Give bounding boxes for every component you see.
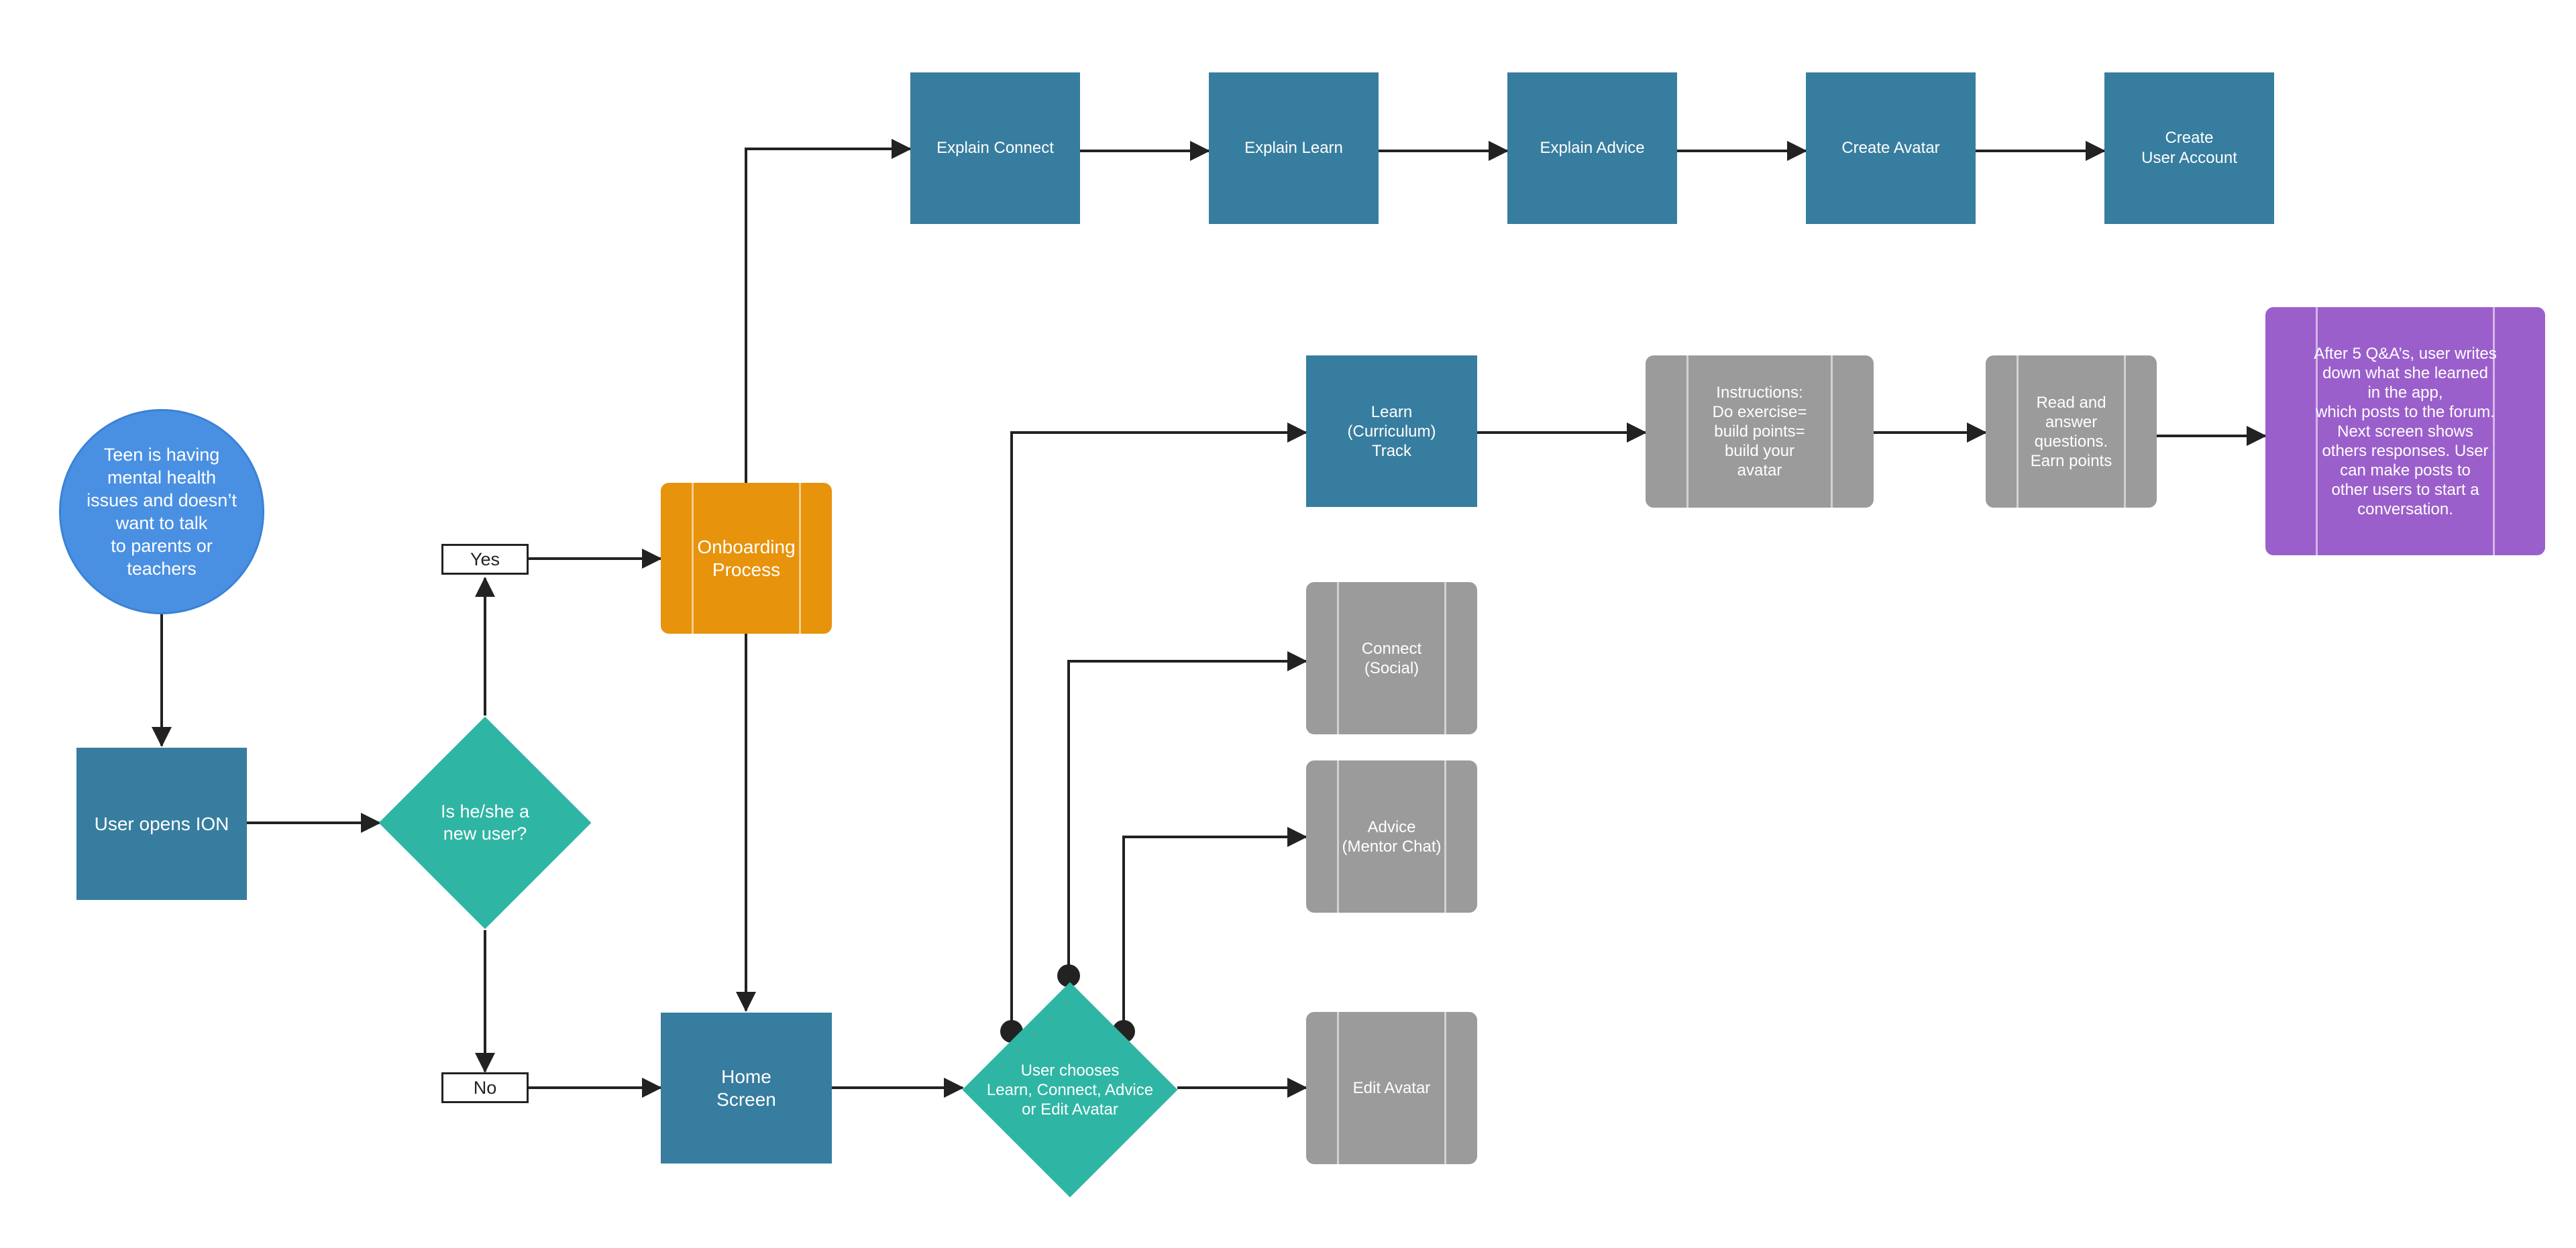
connector-chooses-to-advice	[1122, 827, 1307, 1031]
explain-connect-label: Explain Connect	[936, 139, 1054, 157]
learn-curriculum-track-label: Learn (Curriculum) Track	[1347, 402, 1436, 460]
onboarding-process-node[interactable]: Onboarding Process	[661, 483, 832, 634]
learn-curriculum-track-node[interactable]: Learn (Curriculum) Track	[1306, 355, 1477, 507]
instructions-label: Instructions: Do exercise= build points=…	[1712, 384, 1807, 479]
explain-learn-node[interactable]: Explain Learn	[1209, 72, 1379, 224]
no-label-box: No	[441, 1072, 529, 1103]
instructions-node[interactable]: Instructions: Do exercise= build points=…	[1646, 355, 1874, 508]
after-qa-forum-label: After 5 Q&A’s, user writes down what she…	[2314, 344, 2497, 518]
home-screen-node[interactable]: Home Screen	[661, 1013, 832, 1164]
new-user-decision-label: Is he/she a new user?	[440, 801, 530, 844]
yes-label: Yes	[470, 549, 500, 569]
explain-advice-label: Explain Advice	[1540, 139, 1645, 157]
explain-advice-node[interactable]: Explain Advice	[1507, 72, 1677, 224]
user-opens-ion-node[interactable]: User opens ION	[76, 748, 247, 900]
create-user-account-label: Create User Account	[2141, 129, 2237, 167]
teen-start-node[interactable]: Teen is having mental health issues and …	[59, 409, 264, 614]
advice-mentor-chat-label: Advice (Mentor Chat)	[1342, 817, 1442, 856]
create-avatar-label: Create Avatar	[1841, 139, 1940, 157]
edit-avatar-node[interactable]: Edit Avatar	[1306, 1012, 1477, 1164]
advice-mentor-chat-node[interactable]: Advice (Mentor Chat)	[1306, 760, 1477, 913]
edit-avatar-label: Edit Avatar	[1352, 1078, 1431, 1097]
after-qa-forum-node[interactable]: After 5 Q&A’s, user writes down what she…	[2265, 307, 2545, 555]
read-answer-label: Read and answer questions. Earn points	[2030, 393, 2112, 470]
user-opens-ion-label: User opens ION	[94, 813, 229, 834]
new-user-decision[interactable]: Is he/she a new user?	[378, 716, 592, 930]
user-chooses-label: User chooses Learn, Connect, Advice or E…	[986, 1061, 1154, 1119]
yes-label-box: Yes	[441, 544, 529, 575]
connector-onboarding-to-explain-connect	[745, 139, 912, 483]
no-label: No	[473, 1077, 497, 1098]
explain-connect-node[interactable]: Explain Connect	[910, 72, 1080, 224]
teen-start-label: Teen is having mental health issues and …	[87, 445, 237, 579]
read-answer-node[interactable]: Read and answer questions. Earn points	[1986, 355, 2157, 508]
onboarding-process-label: Onboarding Process	[697, 536, 796, 580]
connect-social-label: Connect (Social)	[1361, 639, 1422, 677]
connector-chooses-to-learn-track	[1010, 422, 1307, 1031]
create-user-account-node[interactable]: Create User Account	[2104, 72, 2274, 224]
explain-learn-label: Explain Learn	[1244, 139, 1343, 157]
home-screen-label: Home Screen	[716, 1066, 776, 1110]
user-chooses-decision[interactable]: User chooses Learn, Connect, Advice or E…	[962, 982, 1178, 1198]
connector-dot-top	[1057, 964, 1080, 987]
connector-chooses-to-connect	[1067, 651, 1307, 976]
create-avatar-node[interactable]: Create Avatar	[1806, 72, 1976, 224]
connect-social-node[interactable]: Connect (Social)	[1306, 582, 1477, 734]
